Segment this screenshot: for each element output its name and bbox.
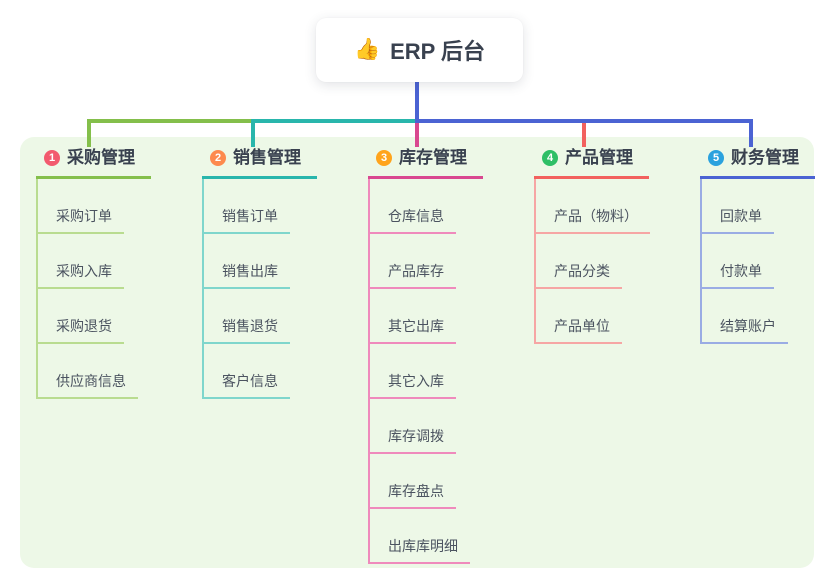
child-label[interactable]: 产品库存 xyxy=(370,262,456,289)
child-node: 客户信息 xyxy=(204,344,290,399)
child-label[interactable]: 付款单 xyxy=(702,262,774,289)
branch-number-badge: 5 xyxy=(708,150,724,166)
branch-number-badge: 1 xyxy=(44,150,60,166)
child-node: 产品库存 xyxy=(370,234,470,289)
child-node: 销售退货 xyxy=(204,289,290,344)
child-label[interactable]: 采购退货 xyxy=(38,317,124,344)
branch-3: 3 库存管理仓库信息产品库存其它出库其它入库库存调拨库存盘点出库库明细 xyxy=(368,147,483,564)
root-title: ERP 后台 xyxy=(390,39,486,64)
branch-label: 采购管理 xyxy=(67,148,135,167)
connector-bus-segment xyxy=(415,119,753,123)
child-node: 付款单 xyxy=(702,234,788,289)
connector-bus-segment xyxy=(87,119,255,123)
child-label[interactable]: 回款单 xyxy=(702,207,774,234)
child-node: 供应商信息 xyxy=(38,344,138,399)
connector-drop xyxy=(251,119,255,147)
child-label[interactable]: 销售出库 xyxy=(204,262,290,289)
child-label[interactable]: 销售订单 xyxy=(204,207,290,234)
child-node: 库存盘点 xyxy=(370,454,470,509)
branch-number-badge: 4 xyxy=(542,150,558,166)
branch-number-badge: 3 xyxy=(376,150,392,166)
child-label[interactable]: 销售退货 xyxy=(204,317,290,344)
child-node: 出库库明细 xyxy=(370,509,470,564)
child-node: 采购订单 xyxy=(38,179,138,234)
branches-panel xyxy=(20,137,814,568)
child-label[interactable]: 产品分类 xyxy=(536,262,622,289)
child-node: 销售出库 xyxy=(204,234,290,289)
child-node: 仓库信息 xyxy=(370,179,470,234)
child-label[interactable]: 结算账户 xyxy=(702,317,788,344)
connector-drop xyxy=(749,119,753,147)
thumbs-up-icon: 👍 xyxy=(353,38,381,61)
child-node: 销售订单 xyxy=(204,179,290,234)
branch-children: 产品（物料） 产品分类产品单位 xyxy=(534,179,650,344)
child-label[interactable]: 其它入库 xyxy=(370,372,456,399)
child-label[interactable]: 库存盘点 xyxy=(370,482,456,509)
branch-4: 4 产品管理产品（物料） 产品分类产品单位 xyxy=(534,147,650,344)
branch-1: 1 采购管理采购订单采购入库采购退货供应商信息 xyxy=(36,147,151,399)
connector-drop xyxy=(87,119,91,147)
branch-label: 销售管理 xyxy=(233,148,301,167)
child-label[interactable]: 出库库明细 xyxy=(370,537,470,564)
branch-header[interactable]: 5 财务管理 xyxy=(700,147,815,179)
child-node: 产品分类 xyxy=(536,234,650,289)
branch-children: 回款单付款单结算账户 xyxy=(700,179,788,344)
connector-bus-segment xyxy=(251,119,419,123)
child-label[interactable]: 其它出库 xyxy=(370,317,456,344)
root-node[interactable]: 👍 ERP 后台 xyxy=(316,18,523,82)
connector-drop xyxy=(582,123,586,147)
branch-children: 采购订单采购入库采购退货供应商信息 xyxy=(36,179,138,399)
branch-5: 5 财务管理回款单付款单结算账户 xyxy=(700,147,815,344)
child-node: 库存调拨 xyxy=(370,399,470,454)
branch-label: 财务管理 xyxy=(731,148,799,167)
child-node: 其它入库 xyxy=(370,344,470,399)
branch-children: 仓库信息产品库存其它出库其它入库库存调拨库存盘点出库库明细 xyxy=(368,179,470,564)
branch-children: 销售订单销售出库销售退货客户信息 xyxy=(202,179,290,399)
child-label[interactable]: 产品单位 xyxy=(536,317,622,344)
connector-root-stem xyxy=(415,82,419,123)
connector-drop xyxy=(415,123,419,147)
child-node: 采购退货 xyxy=(38,289,138,344)
child-label[interactable]: 供应商信息 xyxy=(38,372,138,399)
child-label[interactable]: 采购订单 xyxy=(38,207,124,234)
branch-header[interactable]: 1 采购管理 xyxy=(36,147,151,179)
branch-header[interactable]: 2 销售管理 xyxy=(202,147,317,179)
branch-header[interactable]: 3 库存管理 xyxy=(368,147,483,179)
child-label[interactable]: 采购入库 xyxy=(38,262,124,289)
child-label[interactable]: 客户信息 xyxy=(204,372,290,399)
branch-label: 产品管理 xyxy=(565,148,633,167)
branch-label: 库存管理 xyxy=(399,148,467,167)
child-label[interactable]: 库存调拨 xyxy=(370,427,456,454)
child-node: 产品单位 xyxy=(536,289,650,344)
branch-2: 2 销售管理销售订单销售出库销售退货客户信息 xyxy=(202,147,317,399)
child-node: 回款单 xyxy=(702,179,788,234)
child-label[interactable]: 仓库信息 xyxy=(370,207,456,234)
child-node: 结算账户 xyxy=(702,289,788,344)
child-node: 采购入库 xyxy=(38,234,138,289)
child-label[interactable]: 产品（物料） xyxy=(536,207,650,234)
child-node: 产品（物料） xyxy=(536,179,650,234)
branch-header[interactable]: 4 产品管理 xyxy=(534,147,649,179)
child-node: 其它出库 xyxy=(370,289,470,344)
branch-number-badge: 2 xyxy=(210,150,226,166)
